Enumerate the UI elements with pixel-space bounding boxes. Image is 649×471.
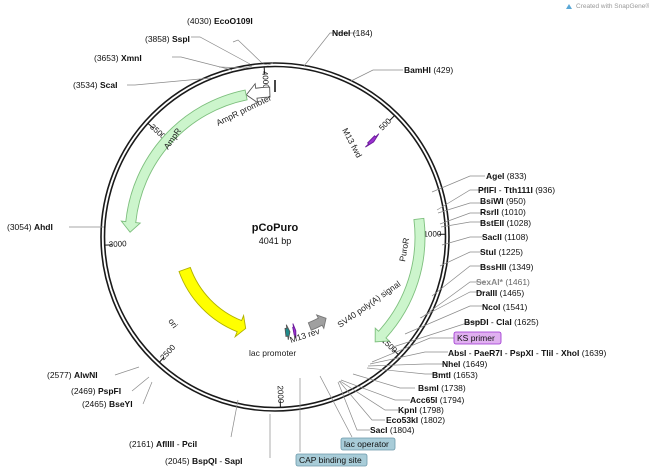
- site-label: BmtI (1653): [432, 370, 478, 380]
- feature-label: M13 fwd: [340, 126, 364, 159]
- snapgene-logo-icon: [566, 4, 572, 9]
- tick-label: 1000: [424, 229, 442, 238]
- site-label: NheI (1649): [442, 359, 488, 369]
- cap-binding-site-label: CAP binding site: [299, 455, 362, 465]
- backbone-inner: [103, 65, 447, 409]
- tick-mark: [147, 122, 154, 129]
- site-labels-left: (4030) EcoO109I (3858) SspI (3653) XmnI …: [7, 16, 253, 466]
- tick-label: 3000: [109, 239, 128, 249]
- plasmid-name: pCoPuro: [252, 222, 299, 234]
- lac-promoter-feature: [284, 324, 291, 340]
- tick-label: 4000: [260, 71, 270, 90]
- ori-feature: [178, 266, 247, 339]
- feature-label: PuroR: [397, 237, 411, 262]
- credit: Created with SnapGene®: [566, 2, 649, 10]
- site-label: RsrII (1010): [480, 207, 526, 217]
- site-label: (2577) AlwNI: [47, 370, 98, 380]
- site-label: (2469) PspFI: [71, 386, 121, 396]
- ampr-promoter-feature: [245, 82, 271, 104]
- site-label: (2045) BspQI - SapI: [165, 456, 243, 466]
- tick-mark: [158, 356, 165, 363]
- site-label: StuI (1225): [480, 247, 523, 257]
- site-label: SexAI* (1461): [476, 277, 530, 287]
- site-label: Acc65I (1794): [410, 395, 465, 405]
- tick-mark: [389, 115, 395, 121]
- site-label: (3534) ScaI: [73, 80, 117, 90]
- site-label: (3054) AhdI: [7, 222, 53, 232]
- plasmid-size: 4041 bp: [259, 236, 292, 246]
- site-label: (2161) AflIII - PciI: [129, 439, 197, 449]
- site-label: (4030) EcoO109I: [187, 16, 253, 26]
- site-label: AgeI (833): [486, 171, 527, 181]
- site-label: BsiWI (950): [480, 196, 526, 206]
- ampr-feature: [120, 89, 248, 233]
- m13-fwd-feature: [365, 133, 380, 148]
- site-label: BsmI (1738): [418, 383, 466, 393]
- site-label: (3653) XmnI: [94, 53, 142, 63]
- site-label: SacII (1108): [482, 232, 528, 242]
- cap-binding-site-box: CAP binding site: [295, 453, 368, 467]
- site-label: (3858) SspI: [145, 34, 190, 44]
- site-label: BspDI - ClaI (1625): [464, 317, 539, 327]
- site-label: Eco53kI (1802): [386, 415, 445, 425]
- ks-primer-box: KS primer: [453, 331, 502, 345]
- site-label: BssHII (1349): [480, 262, 534, 272]
- site-label: DraIII (1465): [476, 288, 524, 298]
- site-label: (2465) BseYI: [82, 399, 133, 409]
- site-label: BstEII (1028): [480, 218, 531, 228]
- backbone-outer: [100, 62, 450, 412]
- tick-label: 2000: [276, 385, 286, 404]
- site-label: PflFI - Tth111I (936): [478, 185, 555, 195]
- site-label: AbsI - PaeR7I - PspXI - TliI - XhoI (163…: [448, 348, 606, 358]
- site-label: BamHI (429): [404, 65, 453, 75]
- puror-feature: [374, 217, 426, 343]
- site-label: SacI (1804): [370, 425, 415, 435]
- m13-rev-feature: [292, 323, 297, 339]
- site-leaders: [69, 32, 485, 458]
- site-label: NdeI (184): [332, 28, 373, 38]
- tick-label: 2500: [159, 342, 178, 362]
- feature-label: lac promoter: [249, 348, 296, 358]
- feature-label: ori: [166, 316, 180, 330]
- sv40-poly-a-signal-feature: [307, 314, 327, 331]
- lac-operator-box: lac operator: [340, 437, 396, 451]
- lac-operator-label: lac operator: [344, 439, 389, 449]
- site-labels-right: NdeI (184) BamHI (429) AgeI (833) PflFI …: [332, 28, 606, 435]
- credit-text: Created with SnapGene®: [576, 2, 649, 10]
- ks-primer-label: KS primer: [457, 333, 495, 343]
- site-label: NcoI (1541): [482, 302, 528, 312]
- site-label: KpnI (1798): [398, 405, 444, 415]
